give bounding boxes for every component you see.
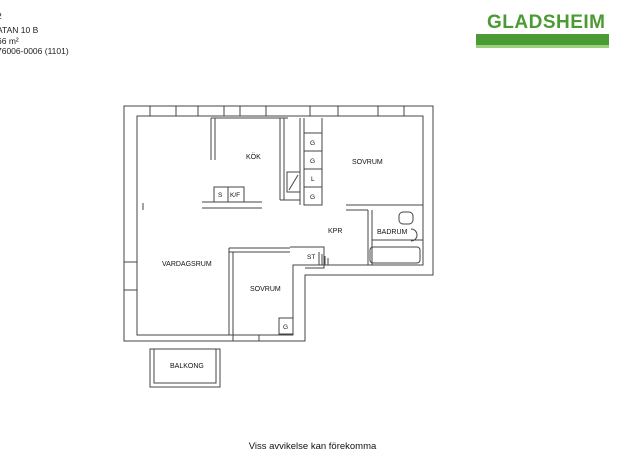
fixture-label-fridge: K/F bbox=[230, 192, 240, 199]
window bbox=[197, 105, 225, 117]
living-wall-stub bbox=[136, 203, 144, 210]
bedroom-wall bbox=[346, 204, 423, 211]
outer-wall-inner bbox=[136, 115, 424, 336]
fixture-label-linen: L bbox=[311, 176, 315, 183]
fridge bbox=[227, 186, 245, 203]
window bbox=[123, 261, 138, 291]
closet-wall bbox=[290, 246, 325, 269]
room-label-badrum: BADRUM bbox=[377, 229, 408, 236]
object-number: 76006-0006 (1101) bbox=[0, 46, 69, 56]
toilet bbox=[398, 211, 414, 225]
area-line: 66 m² bbox=[0, 36, 19, 46]
window bbox=[232, 334, 260, 342]
fixture-label-wardrobe-4: G bbox=[283, 324, 288, 331]
wardrobe-wall bbox=[299, 118, 305, 205]
window bbox=[377, 105, 405, 117]
fixture-label-storage: ST bbox=[307, 254, 315, 261]
outer-wall-outer bbox=[123, 105, 434, 342]
bedroom2-wardrobe bbox=[278, 317, 294, 335]
fixture-label-wardrobe-1: G bbox=[310, 140, 315, 147]
bathroom-wall bbox=[367, 210, 373, 265]
bathtub bbox=[369, 246, 421, 264]
address-line-1: 2 bbox=[0, 11, 2, 21]
balcony-inner bbox=[153, 348, 217, 384]
window bbox=[239, 105, 267, 117]
brand-bar-light bbox=[476, 45, 609, 48]
window bbox=[309, 105, 339, 117]
fixture-label-wardrobe-2: G bbox=[310, 158, 315, 165]
kitchen-wall bbox=[279, 118, 285, 200]
brand-logo: GLADSHEIM bbox=[487, 12, 606, 33]
room-label-kok: KÖK bbox=[246, 153, 261, 161]
fixture-label-sink: S bbox=[218, 192, 223, 199]
brand-bar bbox=[476, 34, 609, 45]
room-label-balkong: BALKONG bbox=[170, 363, 204, 370]
room-label-sovrum-1: SOVRUM bbox=[352, 159, 383, 166]
kitchen-counter-wall bbox=[202, 201, 262, 209]
room-label-kpr: KPR bbox=[328, 228, 342, 235]
closet-hatch bbox=[318, 252, 329, 265]
fixture-label-wardrobe-3: G bbox=[310, 194, 315, 201]
room-label-vardagsrum: VARDAGSRUM bbox=[162, 261, 212, 268]
kitchen-wall bbox=[210, 118, 216, 160]
disclaimer-text: Viss avvikelse kan förekomma bbox=[248, 441, 377, 452]
basin bbox=[410, 228, 418, 242]
bedroom2-wall bbox=[228, 248, 234, 335]
address-line-2: ATAN 10 B bbox=[0, 25, 39, 35]
bedroom2-wall bbox=[229, 247, 290, 253]
room-label-sovrum-2: SOVRUM bbox=[250, 286, 281, 293]
window bbox=[149, 105, 177, 117]
stove-mark bbox=[288, 174, 299, 191]
